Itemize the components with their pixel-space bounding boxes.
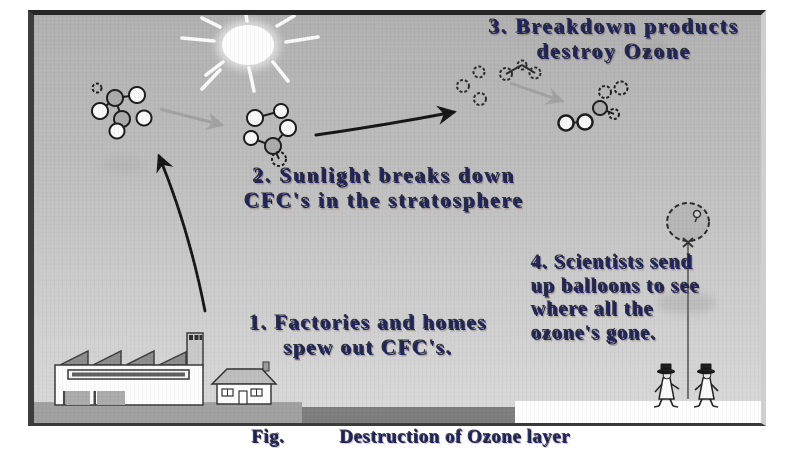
ground-left — [34, 402, 302, 423]
ground-middle — [302, 407, 515, 423]
ozone-molecule-icon — [557, 80, 629, 132]
balloon-icon — [666, 202, 710, 399]
annotation-step1: 1. Factories and homes spew out CFC's. — [249, 311, 489, 360]
ozone-destruction-diagram — [28, 10, 766, 426]
drift-arrow-icon — [159, 81, 565, 130]
sky-smudges — [100, 41, 716, 314]
figure-caption: Fig. Destruction of Ozone layer — [0, 427, 800, 450]
breakdown-products-icon — [456, 59, 542, 106]
scientist-icon — [653, 363, 680, 408]
annotation-step2: 2. Sunlight breaks down CFC's in the str… — [244, 164, 525, 213]
factory-icon — [54, 332, 204, 406]
diagram-scene — [34, 15, 761, 423]
annotation-step3: 3. Breakdown products destroy Ozone — [489, 15, 741, 64]
caption-title: Destruction of Ozone layer — [340, 427, 571, 448]
house-icon — [210, 361, 278, 405]
annotation-step4: 4. Scientists send up balloons to see wh… — [532, 252, 701, 345]
emission-arrow-icon — [156, 153, 207, 313]
cfc-molecule-icon — [91, 82, 153, 140]
transport-arrow-icon — [314, 105, 457, 137]
caption-fig-label: Fig. — [252, 427, 286, 448]
broken-cfc-molecule-icon — [243, 103, 297, 167]
sun-icon — [180, 15, 320, 93]
ground-right — [515, 401, 761, 423]
scientist-icon — [693, 363, 719, 408]
